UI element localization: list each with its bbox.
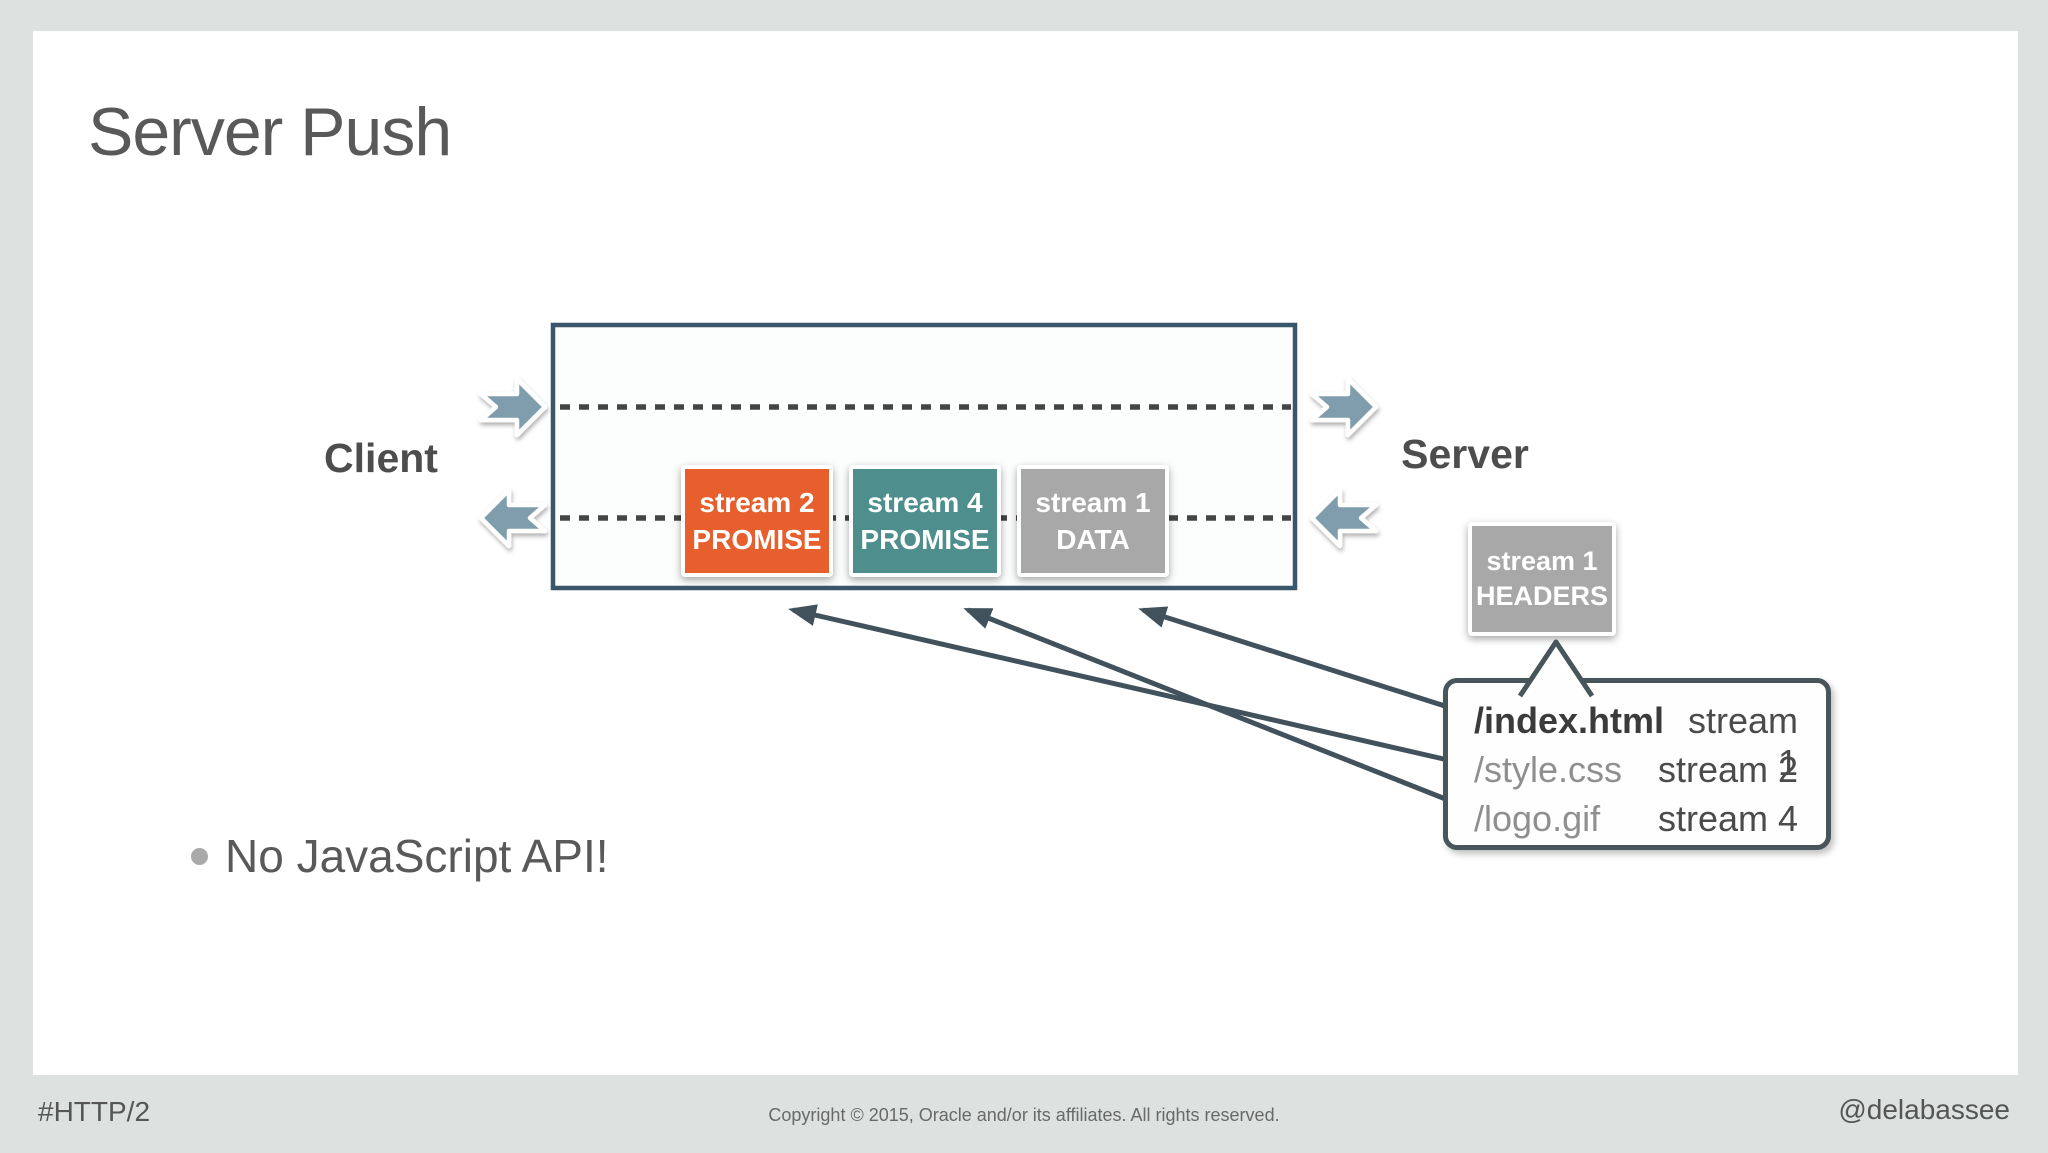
- frame-stream1-headers: stream 1 HEADERS: [1468, 522, 1616, 636]
- push-map-arrows: [788, 604, 1449, 803]
- server-label: Server: [1401, 431, 1529, 477]
- bullet-dot-icon: [191, 847, 208, 865]
- footer-twitter-handle: @delabassee: [1838, 1094, 2010, 1125]
- arrow-server-out-icon: [1309, 376, 1379, 438]
- frame-stream2-promise: stream 2 PROMISE: [681, 465, 833, 577]
- footer-copyright: Copyright © 2015, Oracle and/or its affi…: [768, 1105, 1280, 1125]
- server-push-diagram: [478, 322, 1449, 803]
- frame-stream4-line1: stream 4: [867, 487, 983, 518]
- callout-pointer: [1517, 639, 1595, 698]
- frame-headers-line2: HEADERS: [1475, 581, 1609, 611]
- push-map-path-index: /index.html: [1474, 700, 1665, 741]
- push-map-stream-logo: stream 4: [1657, 798, 1798, 839]
- push-map-row: /logo.gif stream 4: [1474, 798, 1798, 847]
- arrow-client-to-server-icon: [478, 376, 548, 438]
- frame-stream4-promise: stream 4 PROMISE: [849, 465, 1001, 577]
- push-map-stream-index: stream 1: [1687, 700, 1798, 783]
- arrow-server-to-client-icon: [1309, 487, 1379, 549]
- push-map-row: /style.css stream 2: [1474, 749, 1798, 798]
- frame-stream4-line2: PROMISE: [860, 524, 990, 555]
- footer-hashtag: #HTTP/2: [38, 1096, 151, 1127]
- flow-block-arrows: [478, 376, 1379, 549]
- push-map-stream-style: stream 2: [1657, 749, 1798, 790]
- push-map-path-logo: /logo.gif: [1474, 798, 1601, 839]
- frame-stream1-data: stream 1 DATA: [1017, 465, 1169, 577]
- bullet-item: No JavaScript API!: [191, 829, 609, 883]
- arrow-client-in-icon: [478, 487, 548, 549]
- client-label: Client: [324, 435, 438, 481]
- push-map-row: /index.html stream 1: [1474, 700, 1798, 783]
- push-map-path-style: /style.css: [1474, 749, 1623, 790]
- slide: Server Push: [33, 31, 2018, 1075]
- frame-stream1-line2: DATA: [1056, 524, 1130, 555]
- slide-title: Server Push: [88, 94, 452, 170]
- arrow-style-to-stream2: [788, 604, 1449, 763]
- frame-stream2-line2: PROMISE: [692, 524, 822, 555]
- frame-stream2-line1: stream 2: [699, 487, 815, 518]
- bullet-text: No JavaScript API!: [225, 830, 609, 882]
- arrow-logo-to-stream4: [963, 607, 1449, 803]
- arrow-index-to-stream1: [1138, 606, 1449, 710]
- frame-headers-line1: stream 1: [1486, 546, 1598, 576]
- push-map-callout: /index.html stream 1 /style.css stream 2…: [1443, 639, 1831, 850]
- frame-stream1-line1: stream 1: [1035, 487, 1151, 518]
